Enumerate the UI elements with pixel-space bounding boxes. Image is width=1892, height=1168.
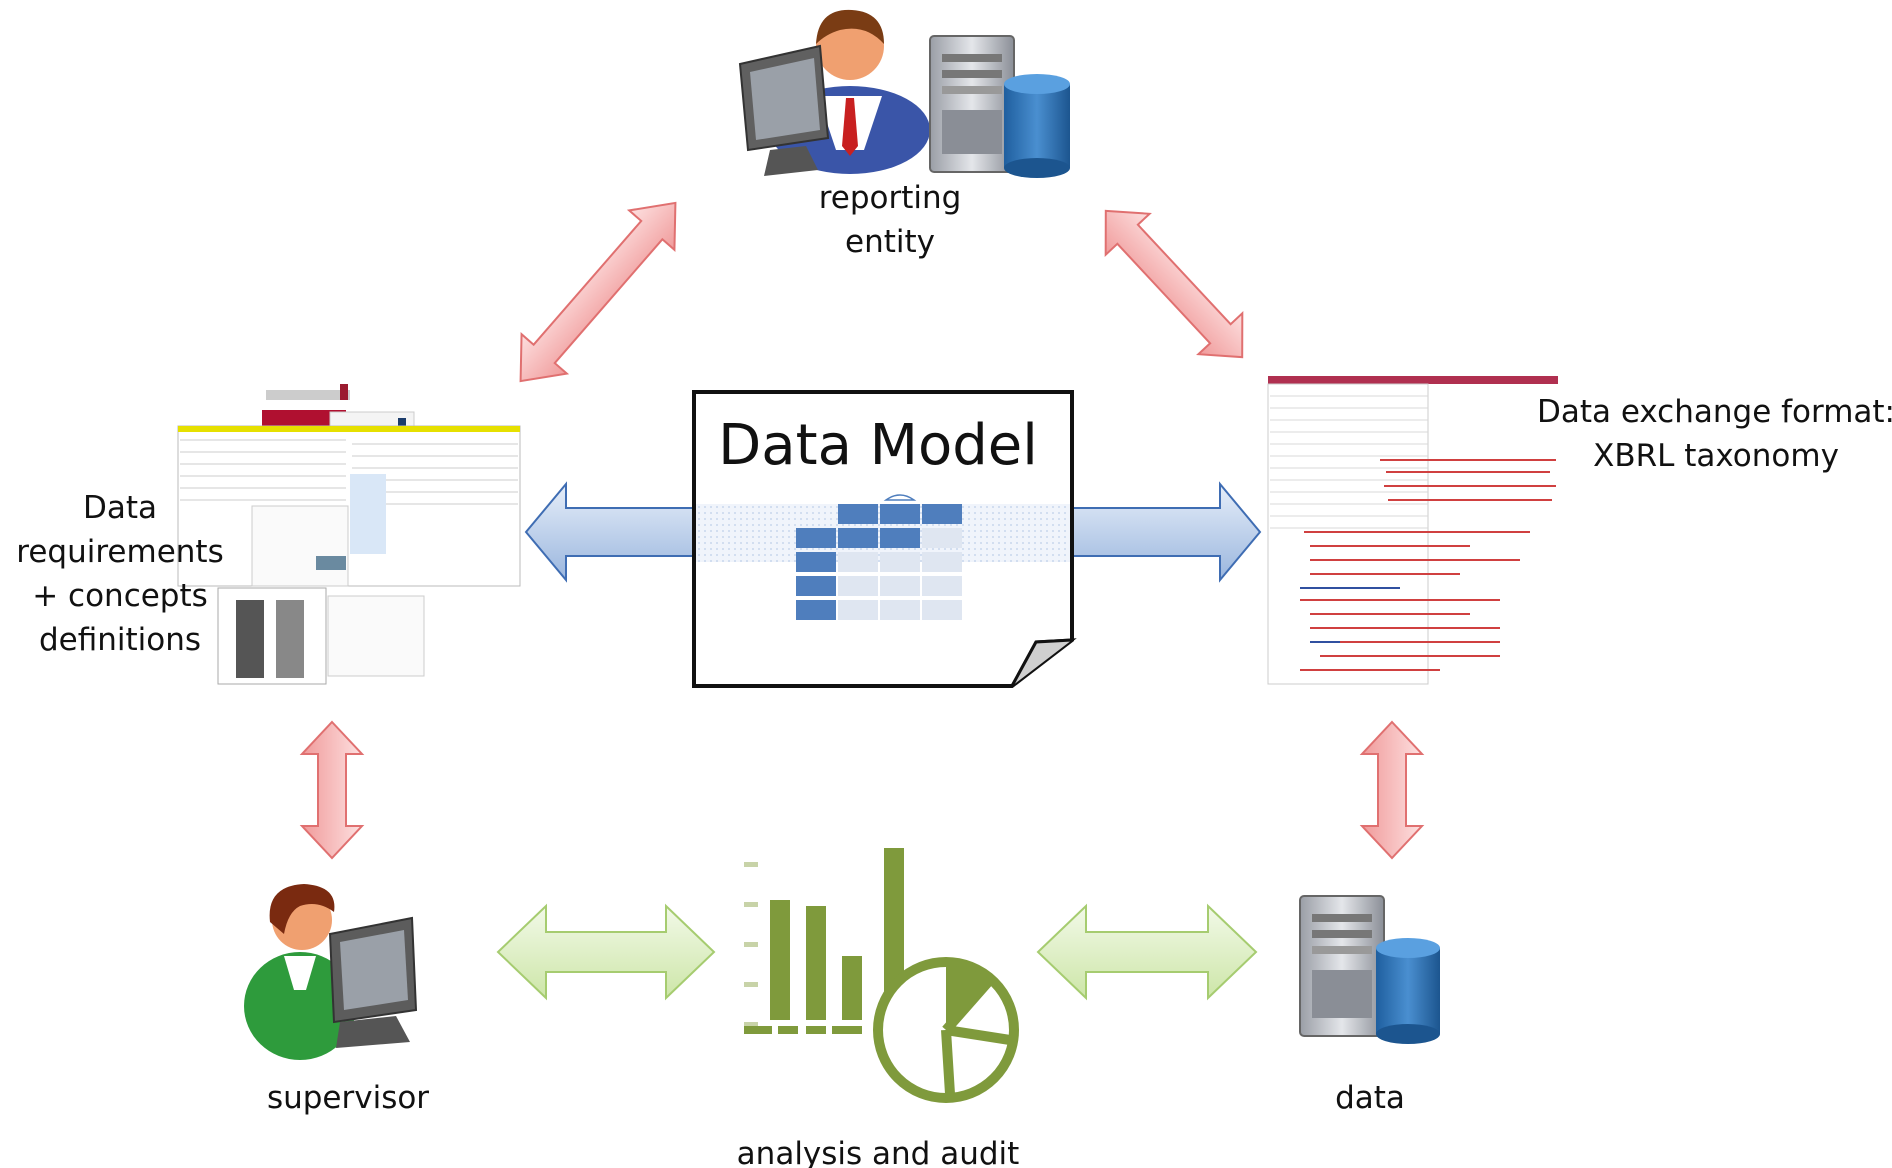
data-label: data [1335, 1080, 1405, 1116]
reporting-entity-label-line2: entity [845, 224, 935, 260]
xbrl-taxonomy-thumbnail [1267, 376, 1558, 685]
arrow-xbrl-to-data [1359, 720, 1425, 860]
arrow-requirements-to-supervisor [299, 720, 365, 860]
requirements-documents-thumbnail [177, 384, 521, 685]
xbrl-label-line2: XBRL taxonomy [1593, 438, 1839, 474]
supervisor-label: supervisor [267, 1080, 429, 1116]
requirements-label-line2: requirements [16, 534, 223, 570]
arrow-model-to-xbrl [1059, 481, 1262, 583]
arrow-entity-to-xbrl [1104, 209, 1244, 359]
data-server-icon [1299, 895, 1440, 1044]
reporting-entity-label-line1: reporting [819, 180, 962, 216]
data-model-title: Data Model [718, 413, 1038, 478]
analysis-label: analysis and audit [737, 1136, 1020, 1168]
requirements-label-line4: definitions [39, 622, 201, 658]
arrow-model-to-requirements [524, 481, 701, 583]
arrow-supervisor-to-analysis [496, 903, 716, 1001]
requirements-label-line3: + concepts [32, 578, 208, 614]
xbrl-label-line1: Data exchange format: [1537, 394, 1892, 430]
requirements-label-line1: Data [83, 490, 157, 526]
reporting-entity-person-icon [738, 9, 930, 176]
table-icon [796, 494, 962, 620]
arrow-requirements-to-entity [519, 201, 677, 383]
supervisor-person-icon [244, 884, 418, 1060]
arrow-analysis-to-data [1036, 903, 1258, 1001]
analysis-chart-icon [744, 848, 1019, 1103]
reporting-entity-server-icon [929, 35, 1070, 178]
